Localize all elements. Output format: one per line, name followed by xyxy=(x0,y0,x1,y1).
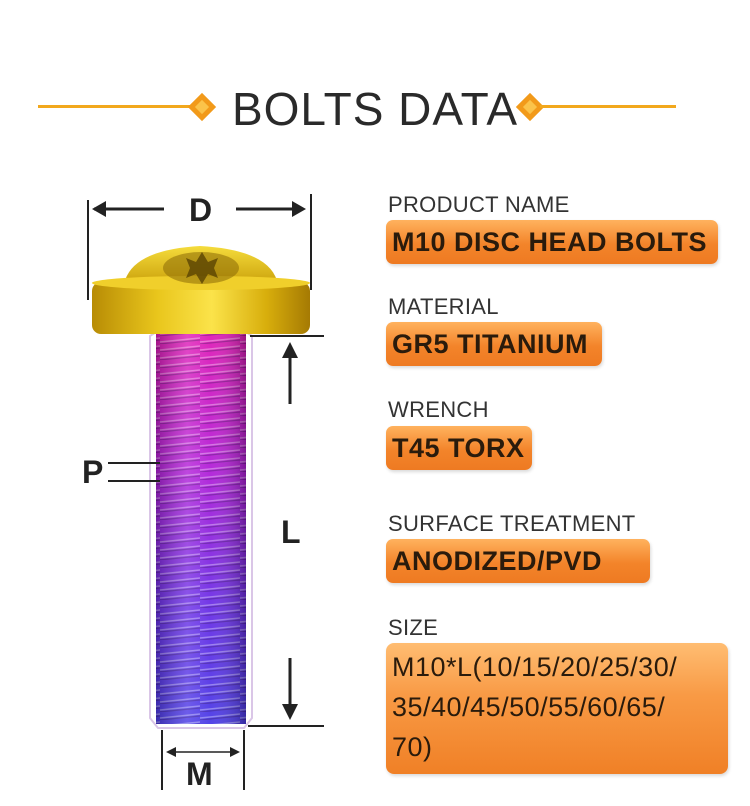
spec-surface-value: ANODIZED/PVD xyxy=(386,539,650,583)
page-title: BOLTS DATA xyxy=(231,83,519,135)
dimension-m xyxy=(161,730,245,790)
arrow-icon xyxy=(282,704,298,720)
bolt-diagram xyxy=(87,194,324,790)
spec-surface-label: SURFACE TREATMENT xyxy=(388,511,636,536)
dimension-p-label: P xyxy=(82,454,104,490)
spec-product-name-value: M10 DISC HEAD BOLTS xyxy=(386,220,718,264)
dimension-d xyxy=(87,194,312,300)
header-line-left xyxy=(38,105,198,108)
dimension-p xyxy=(108,462,160,482)
spec-wrench-value: T45 TORX xyxy=(386,426,532,470)
arrow-icon xyxy=(92,201,106,217)
section-header: BOLTS DATA xyxy=(0,78,750,138)
dimension-m-label: M xyxy=(186,756,213,792)
spec-size-line: M10*L(10/15/20/25/30/ xyxy=(392,652,678,682)
header-line-right xyxy=(540,105,676,108)
arrow-icon xyxy=(166,747,176,757)
arrow-icon xyxy=(282,342,298,358)
dimension-l-label: L xyxy=(281,514,301,550)
spec-size-line: 35/40/45/50/55/60/65/ xyxy=(392,692,666,722)
dimension-l xyxy=(248,335,324,727)
spec-size-line: 70) xyxy=(392,732,433,762)
spec-size-value: M10*L(10/15/20/25/30/ 35/40/45/50/55/60/… xyxy=(386,643,728,774)
diamond-icon xyxy=(187,92,217,122)
arrow-icon xyxy=(292,201,306,217)
bolt-head xyxy=(92,246,310,334)
spec-material-value: GR5 TITANIUM xyxy=(386,322,602,366)
dimension-d-label: D xyxy=(189,192,213,228)
spec-size-label: SIZE xyxy=(388,615,439,640)
spec-wrench-label: WRENCH xyxy=(388,397,489,422)
arrow-icon xyxy=(230,747,240,757)
spec-product-name-label: PRODUCT NAME xyxy=(388,192,570,217)
bolt-thread xyxy=(149,331,253,729)
spec-material-label: MATERIAL xyxy=(388,294,499,319)
